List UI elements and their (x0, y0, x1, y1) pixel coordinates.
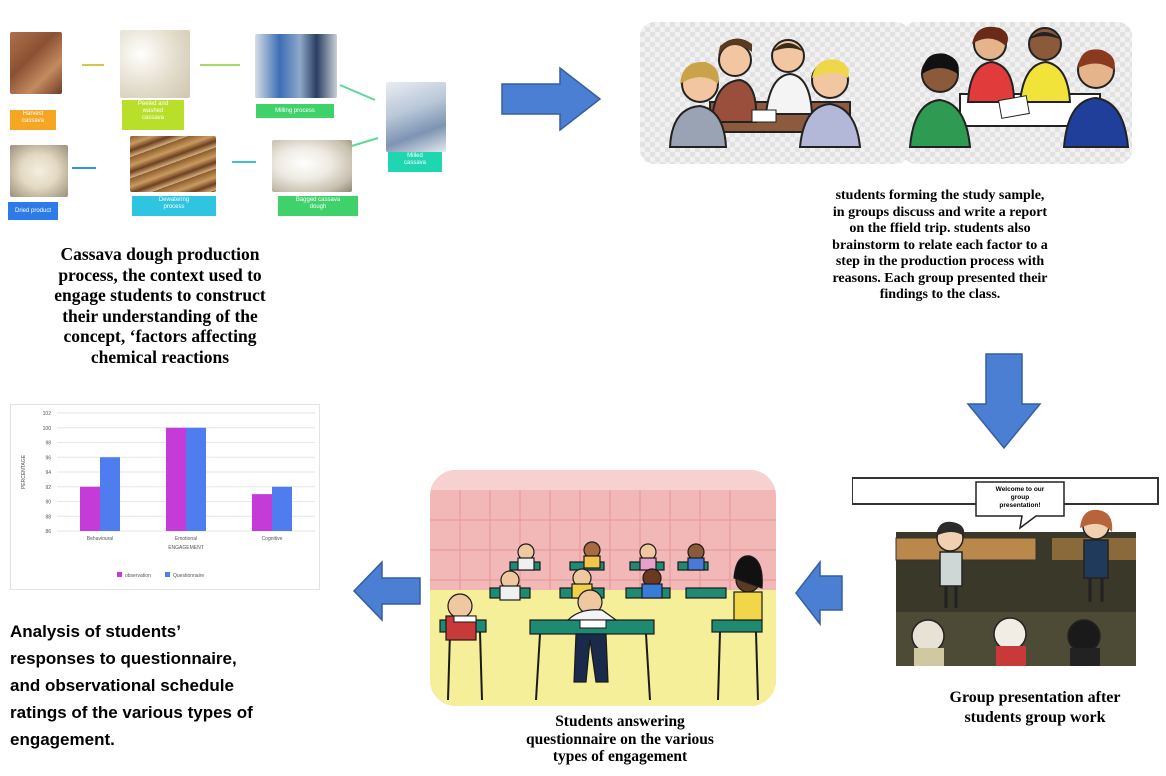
bar-observation-behavioural (80, 486, 100, 531)
group-discussion-illustration (640, 22, 1140, 167)
caption-group-discussion: students forming the study sample, in gr… (730, 188, 1150, 304)
x-tick-label: Behavioural (87, 536, 113, 542)
milled-cassava-photo (386, 82, 446, 152)
label-bagged-line1: Bagged cassava (295, 197, 341, 203)
label-peeled-line3: cassava (141, 115, 164, 121)
dewatering-photo (130, 136, 216, 192)
legend-label: Questionnaire (173, 573, 204, 579)
label-harvest: Harvest cassava (10, 110, 56, 130)
label-milled-line1: Milled (407, 153, 423, 159)
bagged-dough-photo (272, 140, 352, 192)
caption-presentation-line1: Group presentation after (949, 689, 1121, 706)
bar-observation-emotional (166, 427, 186, 531)
label-milled: Milled cassava (388, 152, 442, 172)
label-dewatering: Dewatering process (132, 196, 216, 216)
caption-cassava-line3: engage students to construct (54, 285, 266, 305)
bar-questionnaire-behavioural (100, 457, 120, 531)
caption-discussion-line2: in groups discuss and write a report (832, 204, 1048, 220)
caption-answering-line3: types of engagement (552, 748, 688, 765)
caption-analysis-line1: Analysis of students’ (10, 622, 181, 641)
y-tick-label: 86 (45, 529, 51, 535)
caption-analysis-line5: engagement. (10, 730, 115, 749)
milling-photo (255, 34, 337, 98)
y-tick-label: 90 (45, 500, 51, 506)
label-milled-line2: cassava (403, 160, 426, 166)
legend-swatch (165, 572, 170, 577)
peeled-cassava-photo (120, 30, 190, 98)
caption-cassava-line5: concept, ‘factors affecting (63, 326, 257, 346)
y-tick-label: 96 (45, 455, 51, 461)
y-tick-label: 94 (45, 470, 51, 476)
caption-students-answering: Students answering questionnaire on the … (470, 713, 770, 766)
bar-questionnaire-cognitive (272, 486, 292, 531)
harvest-cassava-photo (10, 32, 62, 94)
caption-analysis-line3: and observational schedule (10, 676, 234, 695)
caption-cassava-line4: their understanding of the (62, 305, 258, 326)
label-dried: Dried product (8, 202, 58, 220)
arrow-left-icon (794, 560, 844, 626)
x-tick-label: Emotional (175, 536, 197, 542)
caption-cassava-process: Cassava dough production process, the co… (10, 244, 310, 367)
label-bagged: Bagged cassava dough (278, 196, 358, 216)
caption-answering-line1: Students answering (555, 713, 685, 730)
label-peeled: Peeled and washed cassava (122, 100, 184, 130)
speech-line3: presentation! (999, 502, 1041, 509)
caption-group-presentation: Group presentation after students group … (900, 688, 1166, 728)
x-tick-label: Cognitive (262, 536, 283, 542)
caption-discussion-line6: reasons. Each group presented their (832, 270, 1048, 286)
caption-presentation-line2: students group work (964, 709, 1106, 726)
caption-cassava-line2: process, the context used to (58, 264, 262, 285)
y-tick-label: 92 (45, 485, 51, 491)
caption-analysis-line4: ratings of the various types of (10, 703, 253, 722)
bar-observation-cognitive (252, 494, 272, 531)
caption-cassava-line6: chemical reactions (90, 346, 230, 367)
speech-line1: Welcome to our (995, 486, 1045, 493)
y-tick-label: 102 (43, 411, 52, 417)
y-tick-label: 98 (45, 441, 51, 447)
legend-swatch (117, 572, 122, 577)
group-presentation-illustration: Welcome to our group presentation! (851, 476, 1162, 666)
label-peeled-line1: Peeled and (137, 101, 169, 107)
bar-questionnaire-emotional (186, 427, 206, 531)
label-dewatering-line1: Dewatering (158, 197, 190, 203)
speech-line2: group (1010, 494, 1030, 501)
label-dried-line1: Dried product (14, 208, 52, 214)
label-bagged-line2: dough (309, 204, 327, 210)
label-harvest-line1: Harvest (22, 111, 44, 117)
caption-discussion-line1: students forming the study sample, (835, 188, 1045, 203)
caption-cassava-line1: Cassava dough production (60, 244, 260, 264)
arrow-left-icon-2 (352, 560, 422, 622)
caption-analysis: Analysis of students’ responses to quest… (10, 618, 345, 753)
label-milling: Milling process (256, 104, 334, 118)
caption-discussion-line4: brainstorm to relate each factor to a (832, 237, 1048, 253)
label-peeled-line2: washed (142, 108, 164, 114)
presentation-speech-bubble: Welcome to our group presentation! (976, 486, 1064, 510)
label-harvest-line2: cassava (21, 118, 44, 124)
y-tick-label: 100 (43, 426, 52, 432)
y-axis-label: PERCENTAGE (21, 454, 27, 489)
caption-answering-line2: questionnaire on the various (526, 730, 714, 748)
label-milling-line1: Milling process (275, 108, 315, 114)
arrow-down-icon (964, 352, 1044, 452)
y-tick-label: 88 (45, 514, 51, 520)
label-dewatering-line2: process (163, 204, 185, 210)
arrow-right-icon (500, 66, 604, 132)
caption-analysis-line2: responses to questionnaire, (10, 649, 237, 668)
students-answering-illustration (430, 470, 776, 706)
dried-product-photo (10, 145, 68, 197)
legend-label: observation (125, 573, 151, 579)
cassava-process-diagram: Harvest cassava Peeled and washed cassav… (0, 0, 460, 240)
caption-discussion-line3: on the ffield trip. students also (849, 221, 1031, 236)
caption-discussion-line5: step in the production process with (835, 254, 1045, 269)
x-axis-label: ENGAGEMENT (168, 545, 204, 551)
caption-discussion-line7: findings to the class. (879, 287, 1001, 302)
